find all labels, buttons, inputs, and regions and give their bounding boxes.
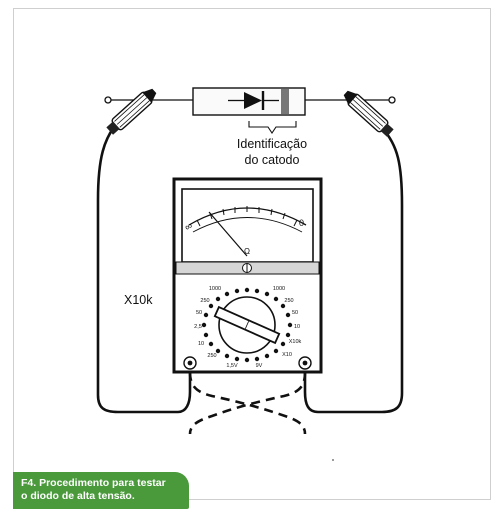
- dial-label-1-5v: 1,5V: [226, 363, 238, 369]
- selector-dots: [201, 287, 293, 363]
- caption-line-2: o diodo de alta tensão.: [21, 490, 135, 502]
- dial-label-2-5: 2,5: [194, 324, 202, 330]
- dashed-lead-a: [188, 371, 307, 435]
- identification-label-line2: do catodo: [245, 153, 300, 167]
- right-test-lead: [303, 127, 404, 414]
- dial-label-1000-right: 1000: [273, 286, 285, 292]
- scale-infinity: ∞: [183, 221, 195, 234]
- dial-label-10-left: 10: [198, 341, 204, 347]
- dashed-lead-b: [188, 371, 307, 435]
- dial-label-1000-left: 1000: [209, 286, 221, 292]
- figure-frame: [13, 8, 491, 500]
- range-label: X10k: [124, 293, 153, 307]
- dial-label-250-bottom: 250: [207, 353, 216, 359]
- figure-caption: F4. Procedimento para testar o diodo de …: [13, 472, 189, 509]
- left-alligator-clip: [106, 88, 157, 135]
- scale-ticks: [196, 206, 298, 227]
- right-alligator-clip: [343, 90, 394, 137]
- left-terminal: [104, 96, 112, 104]
- left-test-lead: [96, 121, 192, 414]
- dial-label-9v: 9V: [256, 363, 263, 369]
- dial-label-250-left: 250: [200, 298, 209, 304]
- right-terminal: [388, 96, 396, 104]
- cathode-bracket: [248, 121, 297, 134]
- left-jack: [183, 356, 197, 370]
- scale-ohm: Ω: [244, 247, 250, 256]
- selector-pointer: [213, 305, 281, 345]
- dial-label-50-right: 50: [292, 310, 298, 316]
- dial-label-50-left: 50: [196, 310, 202, 316]
- speck-mark: [332, 459, 334, 461]
- right-jack: [298, 356, 312, 370]
- meter-needle: [208, 211, 248, 257]
- caption-line-1: F4. Procedimento para testar: [21, 477, 166, 489]
- dial-label-10-right: 10: [294, 324, 300, 330]
- dial-label-x10k: X10k: [289, 339, 302, 345]
- identification-label-line1: Identificação: [237, 137, 307, 151]
- scale-zero: 0: [299, 218, 304, 228]
- dial-label-x10: X10: [282, 352, 292, 358]
- scale-arc-inner: [192, 217, 303, 233]
- dial-label-250-right: 250: [284, 298, 293, 304]
- cathode-band: [281, 89, 289, 114]
- diode-symbol: [244, 92, 262, 109]
